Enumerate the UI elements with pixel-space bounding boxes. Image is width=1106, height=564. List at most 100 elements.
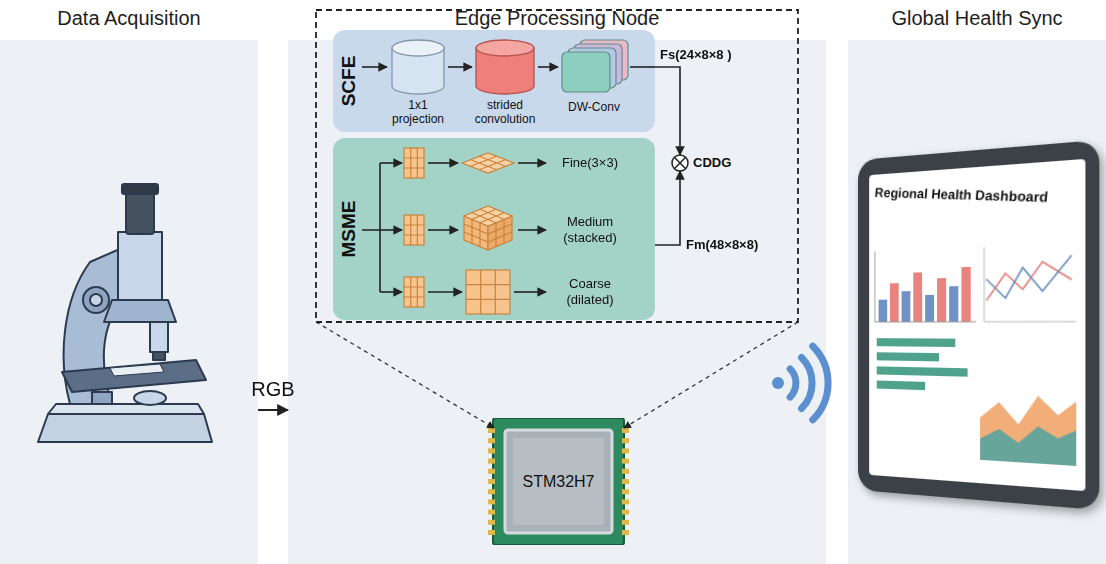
operator-label: CDDG [693,155,731,170]
objective-lens [150,322,168,352]
stacked-cube-top [464,206,512,226]
zoom-leader [624,322,798,428]
nosepiece [104,300,176,322]
chip-pin [488,459,495,464]
eyepiece-cap [122,184,158,194]
chart-bar [937,278,946,322]
cylinder-shape [388,38,448,96]
output-wire [630,66,655,68]
wireless-symbol [790,346,828,420]
kernel-grid [404,148,424,178]
chart-bar [879,300,888,322]
chart-line [986,255,1071,298]
chip-label: STM32H7 [487,473,630,491]
panel-title: Global Health Sync [848,7,1106,30]
chip-pin [488,520,495,525]
fine-tile-lines [471,156,506,169]
chip-pin [488,510,495,515]
panel-title: Edge Processing Node [288,7,826,30]
conv-cylinder: 1x1 projection [388,38,448,128]
branch-arrow [428,291,462,293]
objective-tip [153,352,165,360]
chart-bar [877,338,956,347]
cylinder-top [392,40,444,56]
wireless-arc [790,369,796,397]
panel-background [0,40,258,564]
glass-slide [110,364,164,376]
zoom-leader [316,322,494,428]
block-caption: 1x1 projection [382,98,454,126]
branch-wires [362,163,546,292]
chip-pin [488,479,495,484]
stacked-cube-right [488,216,512,250]
input-arrow [362,66,387,68]
feature-card [562,52,610,92]
kernel-grid [404,215,424,245]
connector-arrow [655,67,680,155]
stacked-cube-lines [464,209,512,246]
mcu-chip: STM32H7 [487,418,630,545]
gate-cross [674,157,685,168]
branch-arrow [428,162,458,164]
branch-arrow [380,229,402,231]
microscope-base [38,414,212,442]
microscope-arm [64,248,124,404]
dashboard-charts [869,210,1085,489]
eyepiece [126,190,154,234]
chip-pin [622,428,629,433]
fine-tile [462,153,514,173]
connector-arrow [258,409,288,411]
module-band: SCFE 1x1 projection strided convolution DW-… [333,30,655,132]
chip-pin [488,428,495,433]
chart-area [980,424,1076,466]
gate-symbol [671,153,689,173]
microscope-stage [62,360,206,392]
chip-pin [622,489,629,494]
chip-pin [622,520,629,525]
module-band: MSME [333,138,655,320]
wireless-arc [813,346,828,420]
chart-bar [949,286,958,322]
microscope-base-top [48,404,204,414]
branch-arrow [380,162,402,164]
branch-arrow [514,291,546,293]
stage-panel: Global Health SyncRegional Health Dashbo… [848,0,1106,564]
chart-axis [875,248,976,322]
chip-pin [622,438,629,443]
block-caption: strided convolution [466,98,544,126]
chart-axis [984,244,1076,322]
microscope-illustration [38,184,212,442]
gate-circle [672,155,688,171]
panel-title: Data Acquisition [0,7,258,30]
chip-pin [622,510,629,515]
wireless-dot [772,377,784,389]
focus-knob-cap [90,294,102,306]
chip-pin [488,448,495,453]
branch-arrow [428,229,458,231]
branch-split [362,163,380,292]
connector-arrow [655,171,680,245]
chip-pin [488,499,495,504]
kernel-group [404,148,514,314]
kernel-grid [404,277,424,307]
block-caption: DW-Conv [552,100,636,114]
card-stack [558,38,630,96]
cylinder-shape [472,38,538,96]
dilated-grid [466,270,510,314]
module-label: SCFE [338,56,360,107]
chart-bar [877,381,925,391]
chart-line [986,261,1071,301]
cylinder-top [476,40,534,56]
dilated-grid-lines [466,270,510,314]
gating-operator: CDDG [671,153,741,173]
module-label: MSME [338,201,360,258]
tablet-screen: Regional Health Dashboard [869,159,1085,491]
kernel-lines [404,148,424,178]
chart-bar [913,272,922,322]
chart-bar [890,283,899,322]
chip-pin [488,438,495,443]
chip-pin [622,459,629,464]
dwconv-stack: DW-Conv [558,38,630,128]
connector-arrow [538,66,558,68]
